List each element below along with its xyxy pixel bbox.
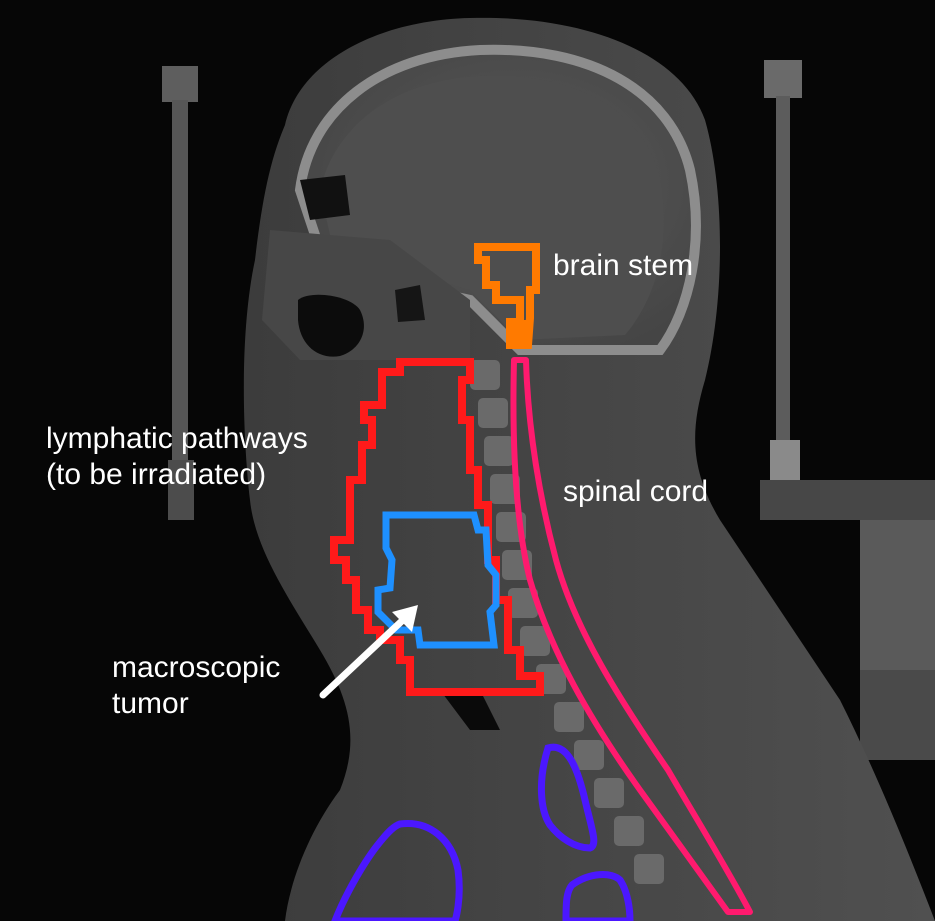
spinal-cord-contour bbox=[510, 357, 753, 915]
brain-stem-fill bbox=[510, 320, 530, 346]
lymphatic-label-line1: lymphatic pathways bbox=[46, 422, 308, 455]
tumor-contour bbox=[374, 511, 500, 649]
brain-stem-label-text: brain stem bbox=[553, 249, 694, 282]
lymphatic-label-line2: (to be irradiated) bbox=[46, 458, 267, 491]
spinal-cord-label-text: spinal cord bbox=[563, 475, 709, 508]
tumor-label-line1: macroscopic bbox=[112, 651, 281, 684]
lymphatic-contour bbox=[330, 358, 544, 696]
tumor-label-line2: tumor bbox=[112, 687, 189, 720]
lung-contours bbox=[331, 743, 634, 921]
airway bbox=[440, 690, 500, 730]
spinal-cord-label: spinal cord bbox=[563, 474, 708, 510]
brain-stem-label: brain stem bbox=[553, 248, 693, 284]
arrow-icon bbox=[319, 605, 418, 699]
left-support-rod bbox=[162, 66, 198, 520]
lymphatic-pathways-label: lymphatic pathways (to be irradiated) bbox=[46, 421, 308, 493]
macroscopic-tumor-label: macroscopic tumor bbox=[112, 650, 280, 722]
right-support-rod bbox=[760, 60, 935, 760]
facial-bones bbox=[262, 175, 470, 360]
brain bbox=[320, 75, 664, 340]
